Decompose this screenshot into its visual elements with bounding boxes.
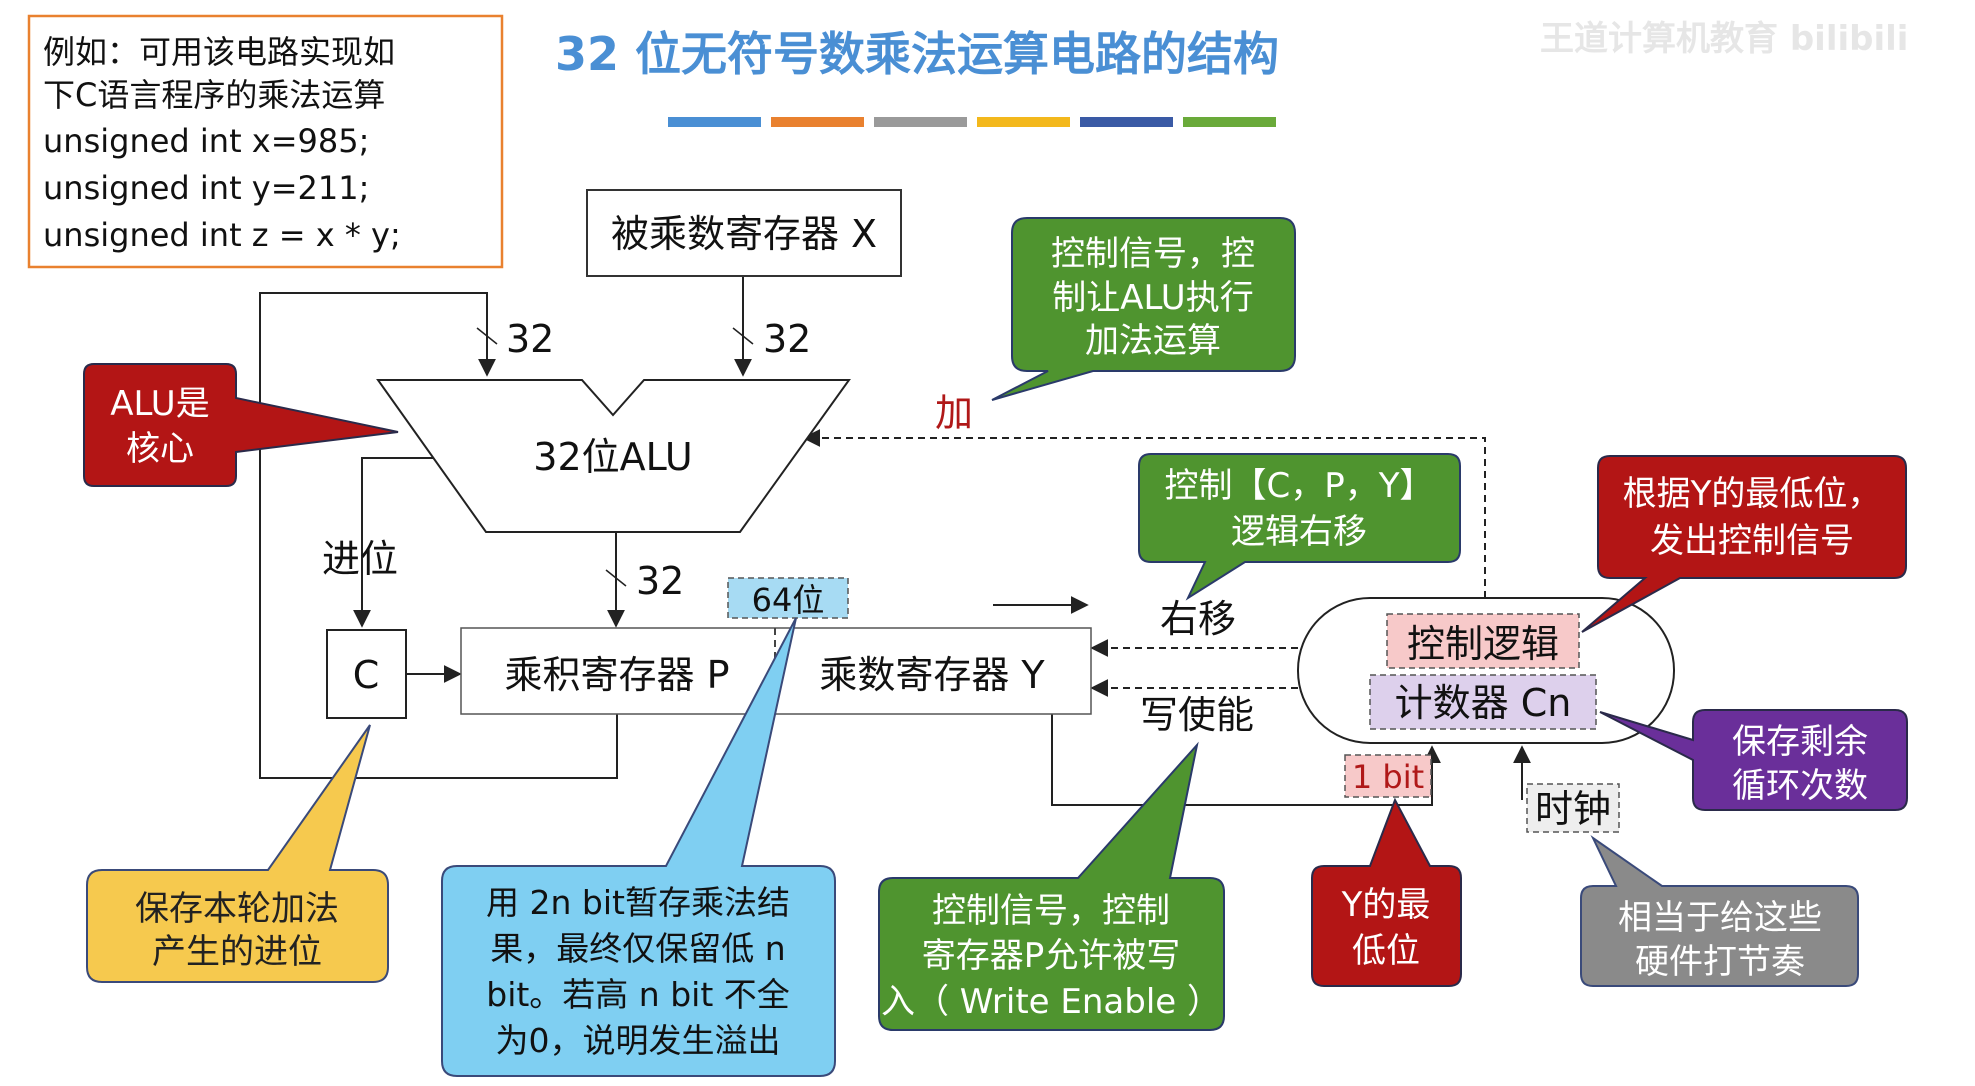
callout-text: Y的最 [1341, 885, 1431, 925]
control-unit: 控制逻辑 计数器 Cn [1297, 597, 1675, 744]
callout-text: 控制【C，P，Y】 [1164, 466, 1433, 506]
callout-text: 硬件打节奏 [1635, 942, 1805, 982]
alu: 32位ALU [376, 379, 851, 533]
callout-text: 控制信号，控 [1051, 234, 1255, 274]
title-color-bar [668, 117, 1276, 127]
callout-control-signal: 根据Y的最低位， 发出控制信号 [1581, 455, 1907, 633]
register-y-label: 乘数寄存器 Y [819, 653, 1045, 697]
callout-overflow-note: 用 2n bit暂存乘法结 果，最终仅保留低 n bit。若高 n bit 不全… [441, 617, 836, 1077]
callout-clock-note: 相当于给这些 硬件打节奏 [1580, 835, 1859, 987]
bus-width-label: 32 [763, 317, 811, 361]
one-bit-label: 1 bit [1352, 758, 1424, 796]
callout-alu-core: ALU是 核心 [83, 363, 399, 487]
example-line: unsigned int y=211; [43, 169, 369, 207]
register-c-label: C [353, 653, 380, 697]
control-logic-label: 控制逻辑 [1407, 622, 1559, 666]
example-code: 例如：可用该电路实现如 下C语言程序的乘法运算 unsigned int x=9… [43, 33, 401, 254]
control-logic-block [1386, 613, 1580, 669]
callout-text: 入（ Write Enable ） [881, 982, 1221, 1022]
bus-width-label: 32 [636, 559, 684, 603]
counter-block [1369, 674, 1597, 730]
callout-text: 逻辑右移 [1231, 512, 1367, 552]
width-64-label: 64位 [752, 581, 825, 619]
add-signal-label: 加 [935, 391, 973, 435]
callout-text: 寄存器P允许被写 [922, 936, 1181, 976]
callout-text: 产生的进位 [152, 932, 322, 972]
watermark: 王道计算机教育 bilibili [1540, 19, 1908, 59]
carry-register-c: C [326, 629, 407, 719]
callout-text: 为0，说明发生溢出 [496, 1021, 781, 1060]
one-bit-tag: 1 bit [1344, 754, 1432, 798]
write-enable-label: 写使能 [1140, 693, 1254, 737]
shift-right-label: 右移 [1160, 597, 1236, 641]
callout-text: 低位 [1352, 931, 1420, 971]
callout-text: 用 2n bit暂存乘法结 [486, 883, 790, 922]
callout-shift-signal: 控制【C，P，Y】 逻辑右移 [1138, 453, 1461, 601]
example-line: unsigned int z = x * y; [43, 216, 401, 254]
register-x-label: 被乘数寄存器 X [611, 212, 877, 256]
callout-counter-note: 保存剩余 循环次数 [1599, 709, 1908, 811]
callout-text: 发出控制信号 [1650, 521, 1854, 561]
example-box [27, 14, 504, 269]
callout-text: 果，最终仅保留低 n [490, 929, 785, 968]
wires [259, 276, 1531, 806]
clock-label: 时钟 [1535, 787, 1611, 831]
example-line: 例如：可用该电路实现如 [43, 33, 395, 71]
callout-text: 相当于给这些 [1618, 898, 1822, 938]
callout-text: 保存剩余 [1732, 722, 1868, 762]
register-p-label: 乘积寄存器 P [505, 653, 730, 697]
page-title: 32 位无符号数乘法运算电路的结构 [555, 27, 1279, 81]
callout-text: 核心 [126, 429, 194, 469]
callout-text: 保存本轮加法 [135, 889, 339, 929]
bus-width-label: 32 [506, 317, 554, 361]
carry-wire-label: 进位 [322, 537, 398, 581]
callout-text: ALU是 [110, 384, 209, 424]
callout-write-note: 控制信号，控制 寄存器P允许被写 入（ Write Enable ） [878, 741, 1225, 1031]
alu-label: 32位ALU [533, 435, 692, 479]
callout-text: 制让ALU执行 [1052, 278, 1253, 318]
callout-text: 加法运算 [1085, 321, 1221, 361]
counter-label: 计数器 Cn [1395, 681, 1572, 725]
callout-text: 循环次数 [1732, 766, 1868, 806]
clock-tag: 时钟 [1526, 783, 1620, 833]
example-line: 下C语言程序的乘法运算 [43, 76, 385, 114]
callout-text: 控制信号，控制 [932, 891, 1170, 931]
example-line: unsigned int x=985; [43, 122, 369, 160]
callout-add-signal: 控制信号，控 制让ALU执行 加法运算 [991, 217, 1296, 401]
multiplicand-register-x: 被乘数寄存器 X [586, 189, 902, 277]
callout-text: bit。若高 n bit 不全 [486, 975, 790, 1014]
width-64-tag: 64位 [727, 577, 849, 619]
bus-slashes [476, 327, 754, 587]
callout-y-low-bit: Y的最 低位 [1311, 797, 1462, 987]
callout-carry-note: 保存本轮加法 产生的进位 [86, 724, 389, 983]
callout-text: 根据Y的最低位， [1623, 474, 1882, 514]
